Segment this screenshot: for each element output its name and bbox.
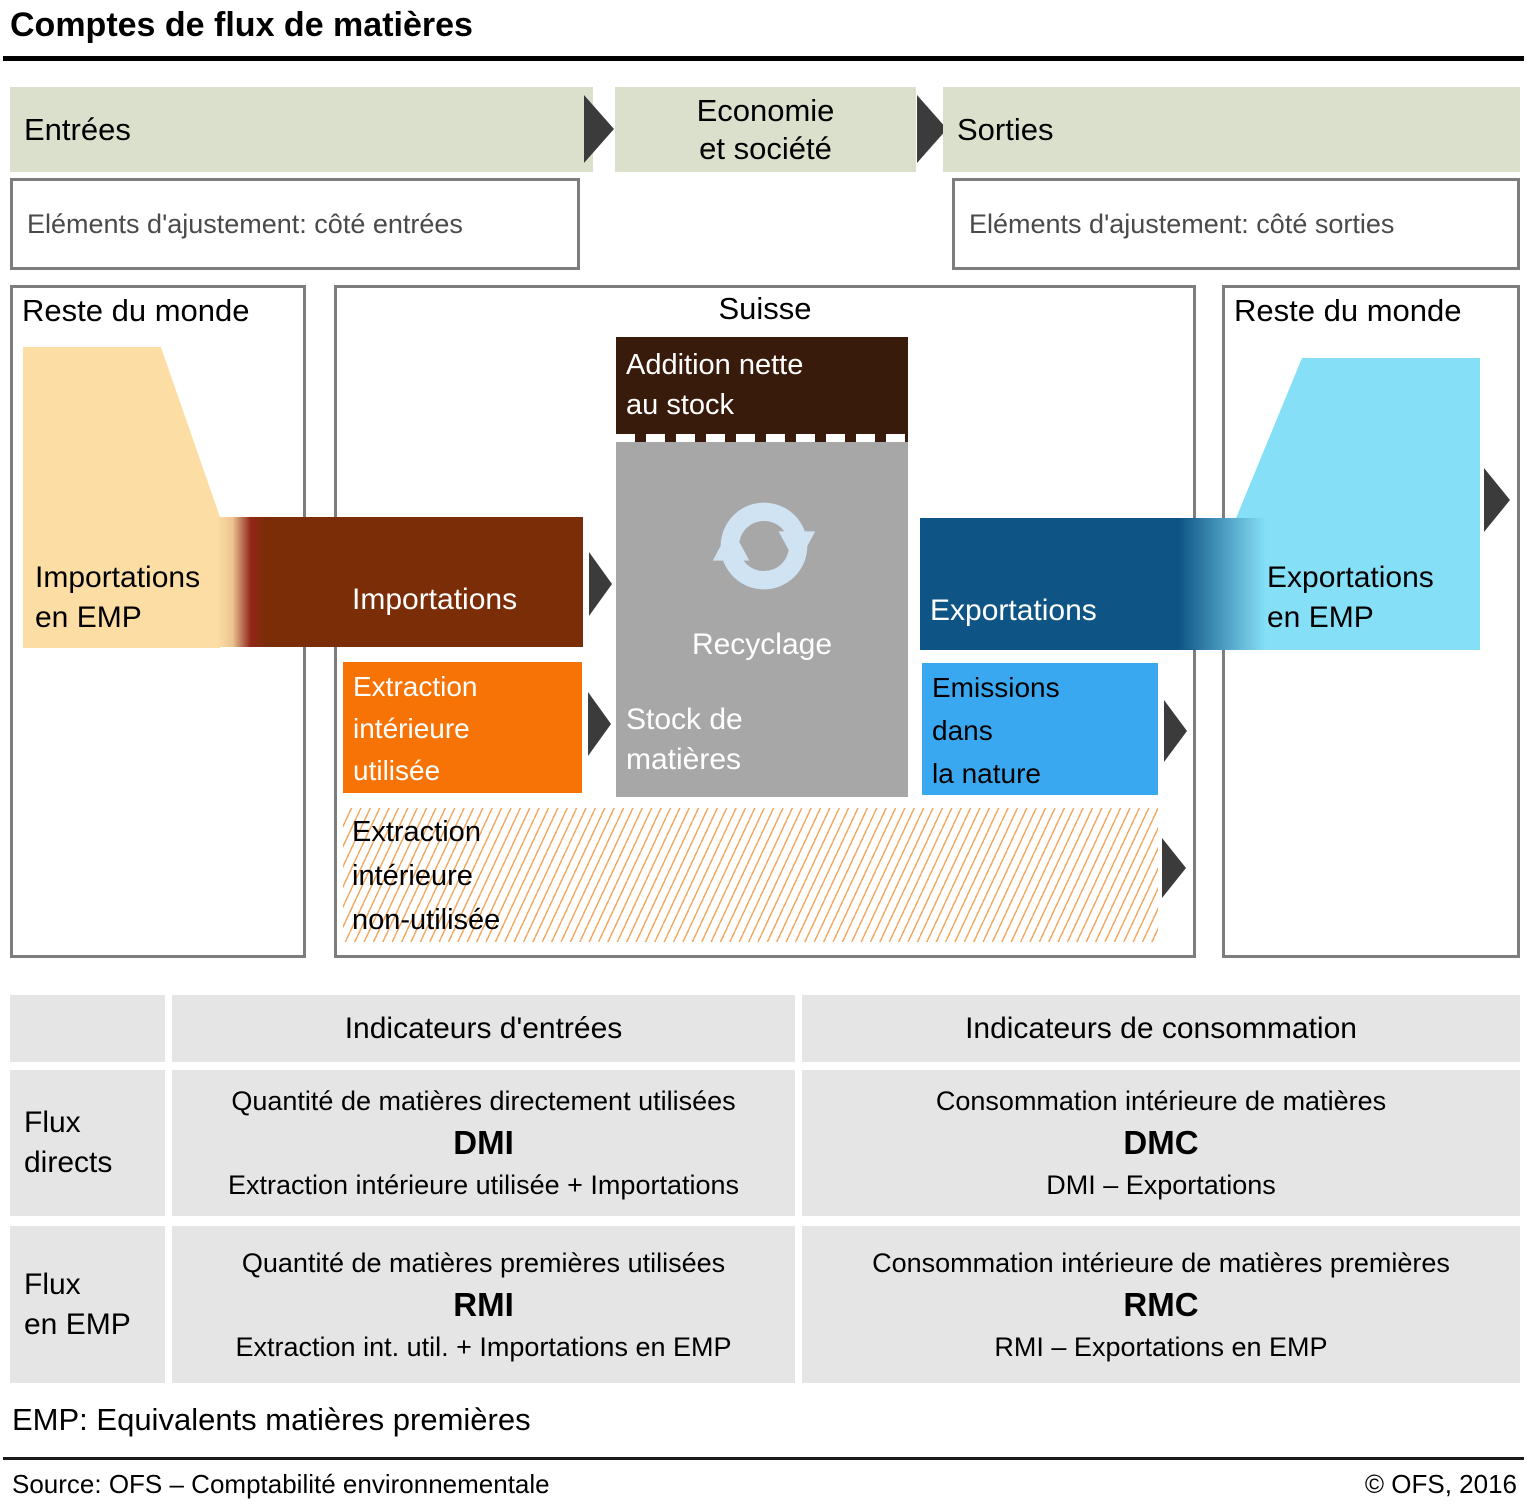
importations-label: Importations (352, 583, 518, 616)
sorties-header-box: Sorties (943, 87, 1520, 172)
reste-du-monde-left-title: Reste du monde (22, 293, 250, 328)
stock-de-matieres-label: Stock de matières (626, 703, 743, 776)
recyclage-label: Recyclage (691, 628, 833, 661)
recycle-icon (712, 502, 816, 590)
table-row-label-flux-emp: Flux en EMP (10, 1226, 165, 1383)
stock-de-matieres-box (616, 442, 908, 797)
ajustement-entrees-box: Eléments d'ajustement: côté entrées (10, 178, 580, 270)
table-header-entrees-label: Indicateurs d'entrées (344, 1011, 623, 1045)
extraction-non-utilisee-box: Extraction intérieure non-utilisée (343, 808, 1158, 942)
rmi-title: Quantité de matières premières utilisées (241, 1247, 726, 1278)
suisse-title: Suisse (718, 291, 812, 326)
emp-footnote: EMP: Equivalents matières premières (12, 1402, 531, 1437)
extraction-utilisee-box: Extraction intérieure utilisée (343, 662, 582, 793)
table-row-label-flux-directs: Flux directs (10, 1070, 165, 1216)
rmc-formula: RMI – Exportations en EMP (994, 1331, 1328, 1362)
footer-rule (3, 1457, 1524, 1460)
extraction-utilisee-arrow-icon (588, 692, 611, 756)
emissions-box: Emissions dans la nature (922, 663, 1158, 795)
dmi-title: Quantité de matières directement utilisé… (231, 1086, 736, 1116)
importations-flow-bar: Importations (218, 517, 583, 647)
title-rule (3, 56, 1524, 61)
economie-label: Economie et société (696, 92, 835, 166)
dmi-formula: Extraction intérieure utilisée + Importa… (228, 1170, 739, 1200)
reste-du-monde-right-title: Reste du monde (1234, 293, 1462, 328)
table-header-consommation-label: Indicateurs de consommation (965, 1011, 1357, 1045)
rmc-title: Consommation intérieure de matières prem… (872, 1247, 1450, 1278)
economie-header-box: Economie et société (615, 87, 916, 172)
dmi-acronym: DMI (453, 1124, 514, 1161)
rmi-acronym: RMI (453, 1285, 514, 1323)
entrees-label: Entrées (24, 111, 131, 147)
stock-dashed-line (616, 434, 908, 442)
source-label: Source: OFS – Comptabilité environnement… (12, 1469, 550, 1499)
exportations-emp-label: Exportations en EMP (1267, 561, 1434, 634)
ajustement-sorties-label: Eléments d'ajustement: côté sorties (969, 208, 1395, 239)
table-cell-dmi: Quantité de matières directement utilisé… (172, 1070, 795, 1216)
ajustement-sorties-box: Eléments d'ajustement: côté sorties (952, 178, 1520, 270)
copyright-label: © OFS, 2016 (1364, 1469, 1517, 1499)
table-header-consommation: Indicateurs de consommation (802, 995, 1520, 1062)
rmc-acronym: RMC (1123, 1285, 1199, 1323)
dmc-acronym: DMC (1123, 1124, 1199, 1161)
importations-arrow-icon (589, 552, 612, 616)
entrees-header-box: Entrées (10, 87, 593, 172)
table-cell-rmc: Consommation intérieure de matières prem… (802, 1226, 1520, 1383)
emissions-arrow-icon (1164, 700, 1187, 762)
addition-nette-box: Addition nette au stock (616, 337, 908, 434)
flow-right-arrow-icon (584, 95, 614, 163)
table-cell-rmi: Quantité de matières premières utilisées… (172, 1226, 795, 1383)
dmc-title: Consommation intérieure de matières (935, 1086, 1387, 1116)
importations-emp-label: Importations en EMP (35, 561, 201, 634)
table-header-entrees: Indicateurs d'entrées (172, 995, 795, 1062)
page-title: Comptes de flux de matières (10, 6, 473, 44)
exportations-label: Exportations (930, 594, 1097, 627)
exportations-emp-arrow-icon (1484, 468, 1510, 532)
table-corner-cell (10, 995, 165, 1062)
exportations-flow-bar: Exportations (920, 518, 1280, 650)
dmc-formula: DMI – Exportations (1046, 1170, 1276, 1200)
flow-right-arrow-icon (917, 95, 947, 163)
extraction-non-utilisee-arrow-icon (1162, 838, 1186, 898)
ajustement-entrees-label: Eléments d'ajustement: côté entrées (27, 208, 463, 239)
table-cell-dmc: Consommation intérieure de matières DMC … (802, 1070, 1520, 1216)
sorties-label: Sorties (957, 111, 1054, 147)
rmi-formula: Extraction int. util. + Importations en … (235, 1331, 732, 1362)
